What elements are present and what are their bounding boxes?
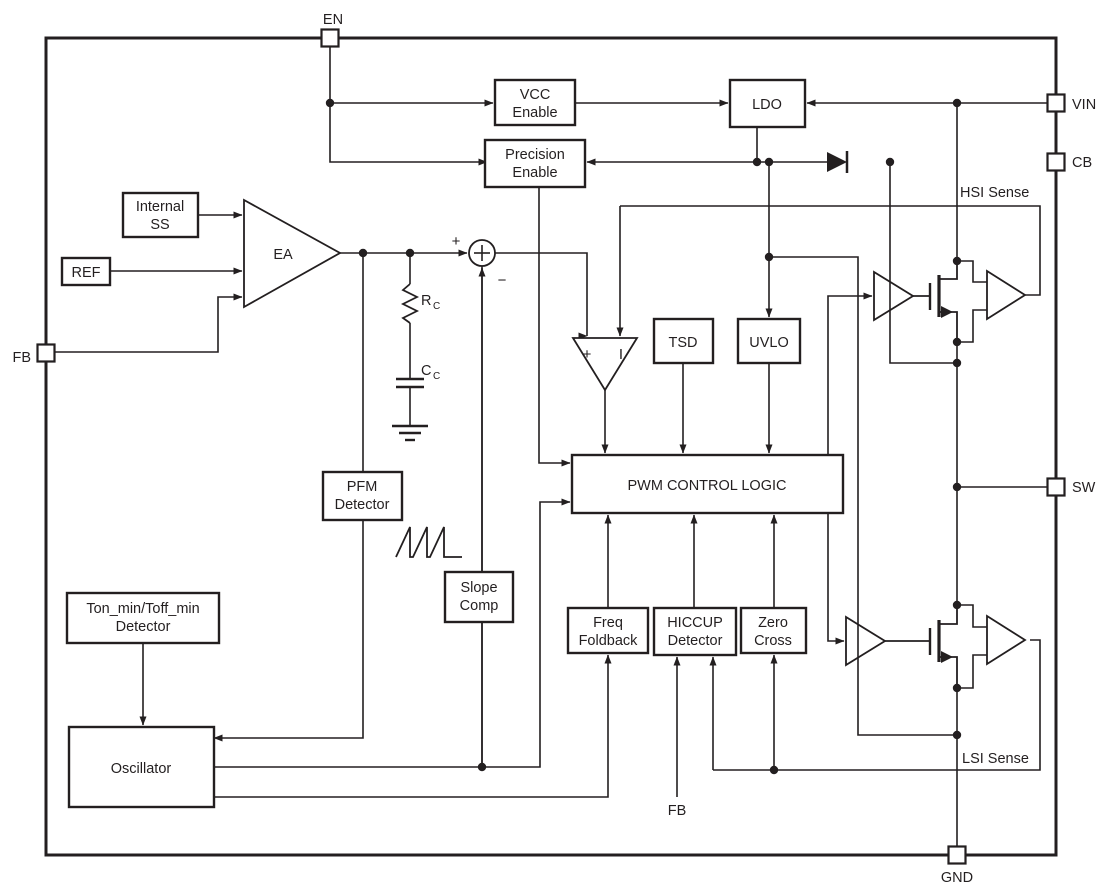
net-label-lsi-sense: LSI Sense — [962, 751, 1029, 767]
resistor-rc-icon — [400, 283, 420, 324]
signal-wires — [55, 46, 1047, 798]
pin-en — [320, 28, 340, 48]
ls-sense-amp-wiring — [957, 604, 987, 689]
label-ton-1: Ton_min/Toff_min — [86, 601, 199, 617]
label-rc-sub: C — [433, 301, 440, 312]
label-rc: R — [421, 293, 431, 309]
hs-mosfet-icon — [913, 261, 958, 342]
pin-label-cb: CB — [1072, 155, 1092, 171]
block-internal-ss — [121, 191, 200, 239]
block-tsd — [652, 317, 715, 365]
error-amplifier-icon — [243, 198, 342, 309]
ls-gate-driver-icon — [845, 615, 887, 667]
label-oscillator: Oscillator — [111, 761, 172, 777]
pin-cb — [1046, 152, 1066, 172]
ground-icon — [392, 424, 428, 442]
label-internal-ss-2: SS — [150, 217, 169, 233]
comparator-current-sign: I — [619, 346, 623, 363]
block-pfm-detector — [321, 470, 404, 522]
label-hiccup-1: HICCUP — [667, 615, 723, 631]
label-cc-sub: C — [433, 371, 440, 382]
label-ea: EA — [273, 247, 293, 263]
bootstrap-diode-icon — [827, 151, 849, 173]
label-hiccup-2: Detector — [668, 633, 723, 649]
block-vcc-enable — [493, 78, 577, 127]
label-pfm-2: Detector — [335, 497, 390, 513]
pin-label-gnd: GND — [941, 870, 973, 886]
pin-sw — [1046, 477, 1066, 497]
capacitor-cc-icon — [396, 377, 424, 389]
summing-minus-sign: − — [498, 272, 507, 289]
pin-label-sw: SW — [1072, 480, 1096, 496]
block-ldo — [728, 78, 807, 129]
block-freq-foldback — [566, 606, 650, 655]
label-precision-enable-2: Enable — [512, 165, 557, 181]
junction-dots — [325, 98, 962, 775]
high-side-stage — [873, 260, 1027, 343]
label-internal-ss-1: Internal — [136, 199, 184, 215]
label-uvlo: UVLO — [749, 335, 789, 351]
label-freq-2: Foldback — [579, 633, 639, 649]
hs-sense-amp-icon — [986, 269, 1027, 321]
labels: EN VIN CB SW GND FB FB HSI Sense LSI Sen… — [12, 12, 1096, 886]
block-hiccup-detector — [652, 606, 738, 657]
block-pwm-control-logic — [570, 453, 845, 515]
label-pwm-control-logic: PWM CONTROL LOGIC — [628, 478, 787, 494]
hs-sense-amp-wiring — [957, 260, 987, 343]
label-pfm-1: PFM — [347, 479, 378, 495]
pin-label-en: EN — [323, 12, 343, 28]
net-label-fb-bottom: FB — [668, 803, 687, 819]
block-uvlo — [736, 317, 802, 365]
net-label-hsi-sense: HSI Sense — [960, 185, 1029, 201]
label-ldo: LDO — [752, 97, 782, 113]
label-precision-enable-1: Precision — [505, 147, 565, 163]
label-freq-1: Freq — [593, 615, 623, 631]
label-vcc-enable-2: Enable — [512, 105, 557, 121]
wires — [481, 103, 1047, 847]
ls-sense-amp-icon — [986, 614, 1027, 666]
label-slope-1: Slope — [460, 580, 497, 596]
block-precision-enable — [483, 138, 587, 189]
chip-outline — [44, 36, 1058, 857]
label-ref: REF — [72, 265, 101, 281]
label-zero-2: Cross — [754, 633, 792, 649]
pin-fb — [36, 343, 56, 363]
label-zero-1: Zero — [758, 615, 788, 631]
low-side-stage — [845, 604, 1027, 689]
compensation-network — [392, 253, 428, 442]
blocks — [60, 78, 845, 809]
hs-gate-driver-icon — [873, 270, 915, 322]
block-ton-toff-detector — [65, 591, 221, 645]
pwm-comparator-icon — [571, 337, 639, 392]
block-zero-cross — [739, 606, 808, 655]
pin-label-fb: FB — [12, 350, 31, 366]
label-tsd: TSD — [669, 335, 698, 351]
pin-gnd — [947, 845, 967, 865]
label-ton-2: Detector — [116, 619, 171, 635]
pin-vin — [1046, 93, 1066, 113]
pin-pads — [36, 28, 1066, 865]
pin-label-vin: VIN — [1072, 97, 1096, 113]
label-slope-2: Comp — [460, 598, 499, 614]
summing-plus-sign: + — [452, 233, 461, 250]
block-slope-comp — [443, 570, 515, 624]
summing-junction-icon — [468, 239, 496, 267]
comparator-plus-sign: + — [583, 346, 592, 363]
label-cc: C — [421, 363, 431, 379]
sawtooth-waveform-icon — [395, 526, 462, 558]
label-vcc-enable-1: VCC — [520, 87, 551, 103]
block-ref — [60, 256, 112, 287]
block-oscillator — [67, 725, 216, 809]
ls-mosfet-icon — [885, 605, 958, 688]
